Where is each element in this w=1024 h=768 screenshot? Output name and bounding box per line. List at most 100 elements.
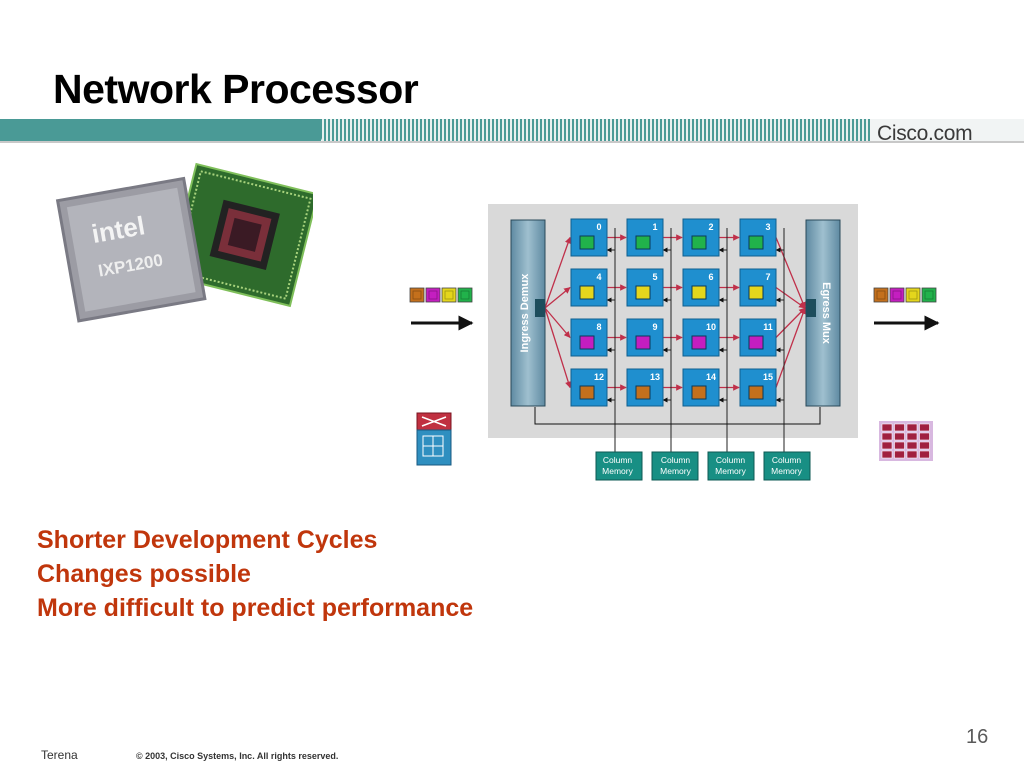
engine-thread-chip	[579, 285, 595, 300]
ingress-demux-label: Ingress Demux	[519, 273, 531, 353]
page-number: 16	[966, 726, 989, 748]
engine-number: 1	[652, 222, 657, 232]
svg-text:Column: Column	[603, 455, 633, 465]
engine-thread-chip	[691, 385, 707, 400]
packet-icon	[921, 287, 937, 303]
svg-text:Memory: Memory	[602, 466, 633, 476]
engine-6: 6	[682, 268, 720, 307]
svg-text:Memory: Memory	[715, 466, 746, 476]
engine-13: 13	[626, 368, 664, 407]
mini-grid-cell	[881, 423, 893, 432]
demux-arrow	[544, 286, 571, 309]
mini-grid-cell	[919, 450, 930, 459]
engine-thread-chip	[748, 385, 764, 400]
bullet-1: Shorter Development Cycles	[37, 526, 378, 554]
engine-thread-chip	[748, 335, 764, 350]
engine-number: 15	[763, 372, 773, 382]
mini-grid-cell	[906, 450, 918, 459]
engine-thread-chip	[691, 235, 707, 250]
engine-3: 3	[739, 218, 777, 257]
engine-number: 11	[763, 322, 773, 332]
engine-thread-chip	[691, 285, 707, 300]
engine-number: 4	[596, 272, 601, 282]
demux-arrow	[544, 236, 572, 309]
engine-0: 0	[570, 218, 608, 257]
engine-thread-chip	[635, 335, 651, 350]
engine-number: 0	[596, 222, 601, 232]
engine-5: 5	[626, 268, 664, 307]
mini-grid-cell	[919, 423, 930, 432]
ingress-port	[535, 299, 545, 317]
mini-grid-cell	[881, 441, 893, 450]
memory-lines	[606, 228, 785, 452]
engine-7: 7	[739, 268, 777, 307]
packet-icon	[889, 287, 905, 303]
mini-grid-cell	[919, 441, 930, 450]
mux-arrow	[775, 286, 806, 309]
egress-port	[806, 299, 816, 317]
engine-8: 8	[570, 318, 608, 357]
svg-text:Column: Column	[716, 455, 746, 465]
engine-thread-chip	[748, 285, 764, 300]
engine-number: 7	[765, 272, 770, 282]
engine-thread-chip	[579, 385, 595, 400]
engine-thread-chip	[579, 335, 595, 350]
engine-number: 6	[708, 272, 713, 282]
engine-15: 15	[739, 368, 777, 407]
router-icon	[416, 412, 452, 466]
packet-icon	[441, 287, 457, 303]
flow-arrows	[544, 234, 807, 391]
green-package	[167, 162, 313, 308]
engine-number: 12	[594, 372, 604, 382]
engine-number: 5	[652, 272, 657, 282]
egress-packets	[873, 287, 937, 303]
engine-number: 10	[706, 322, 716, 332]
mini-grid-cell	[906, 423, 918, 432]
mini-grid-cell	[906, 441, 918, 450]
engine-9: 9	[626, 318, 664, 357]
demux-arrow	[544, 307, 571, 338]
mux-arrow	[775, 307, 807, 388]
header-band	[0, 119, 1024, 143]
mini-grid-cell	[894, 432, 905, 441]
engine-number: 9	[652, 322, 657, 332]
slide-title: Network Processor	[53, 66, 419, 112]
engine-number: 8	[596, 322, 601, 332]
packet-icon	[905, 287, 921, 303]
silver-package: intel IXP1200	[55, 176, 207, 323]
packet-icon	[873, 287, 889, 303]
mux-arrow	[775, 237, 806, 309]
column-memories: ColumnMemoryColumnMemoryColumnMemoryColu…	[595, 451, 811, 481]
engine-grid-icon	[879, 421, 933, 461]
engine-11: 11	[739, 318, 777, 357]
engine-thread-chip	[579, 235, 595, 250]
footer-org: Terena	[41, 748, 78, 762]
engine-number: 13	[650, 372, 660, 382]
packet-icon	[425, 287, 441, 303]
mini-grid-cell	[881, 432, 893, 441]
ingress-packets	[409, 287, 473, 303]
packet-icon	[409, 287, 425, 303]
mini-grid-cell	[894, 423, 905, 432]
engine-2: 2	[682, 218, 720, 257]
mini-grid-cell	[881, 450, 893, 459]
mini-grid-cell	[906, 432, 918, 441]
svg-text:Memory: Memory	[660, 466, 691, 476]
engine-10: 10	[682, 318, 720, 357]
engine-thread-chip	[635, 285, 651, 300]
bullet-2: Changes possible	[37, 560, 251, 588]
brand-logo-text: Cisco.com	[877, 122, 973, 145]
egress-mux-label: Egress Mux	[820, 282, 832, 345]
mini-grid-cell	[894, 450, 905, 459]
engine-4: 4	[570, 268, 608, 307]
packet-icon	[457, 287, 473, 303]
svg-text:Column: Column	[772, 455, 802, 465]
engine-thread-chip	[635, 385, 651, 400]
engine-1: 1	[626, 218, 664, 257]
footer-copyright: © 2003, Cisco Systems, Inc. All rights r…	[136, 751, 339, 761]
